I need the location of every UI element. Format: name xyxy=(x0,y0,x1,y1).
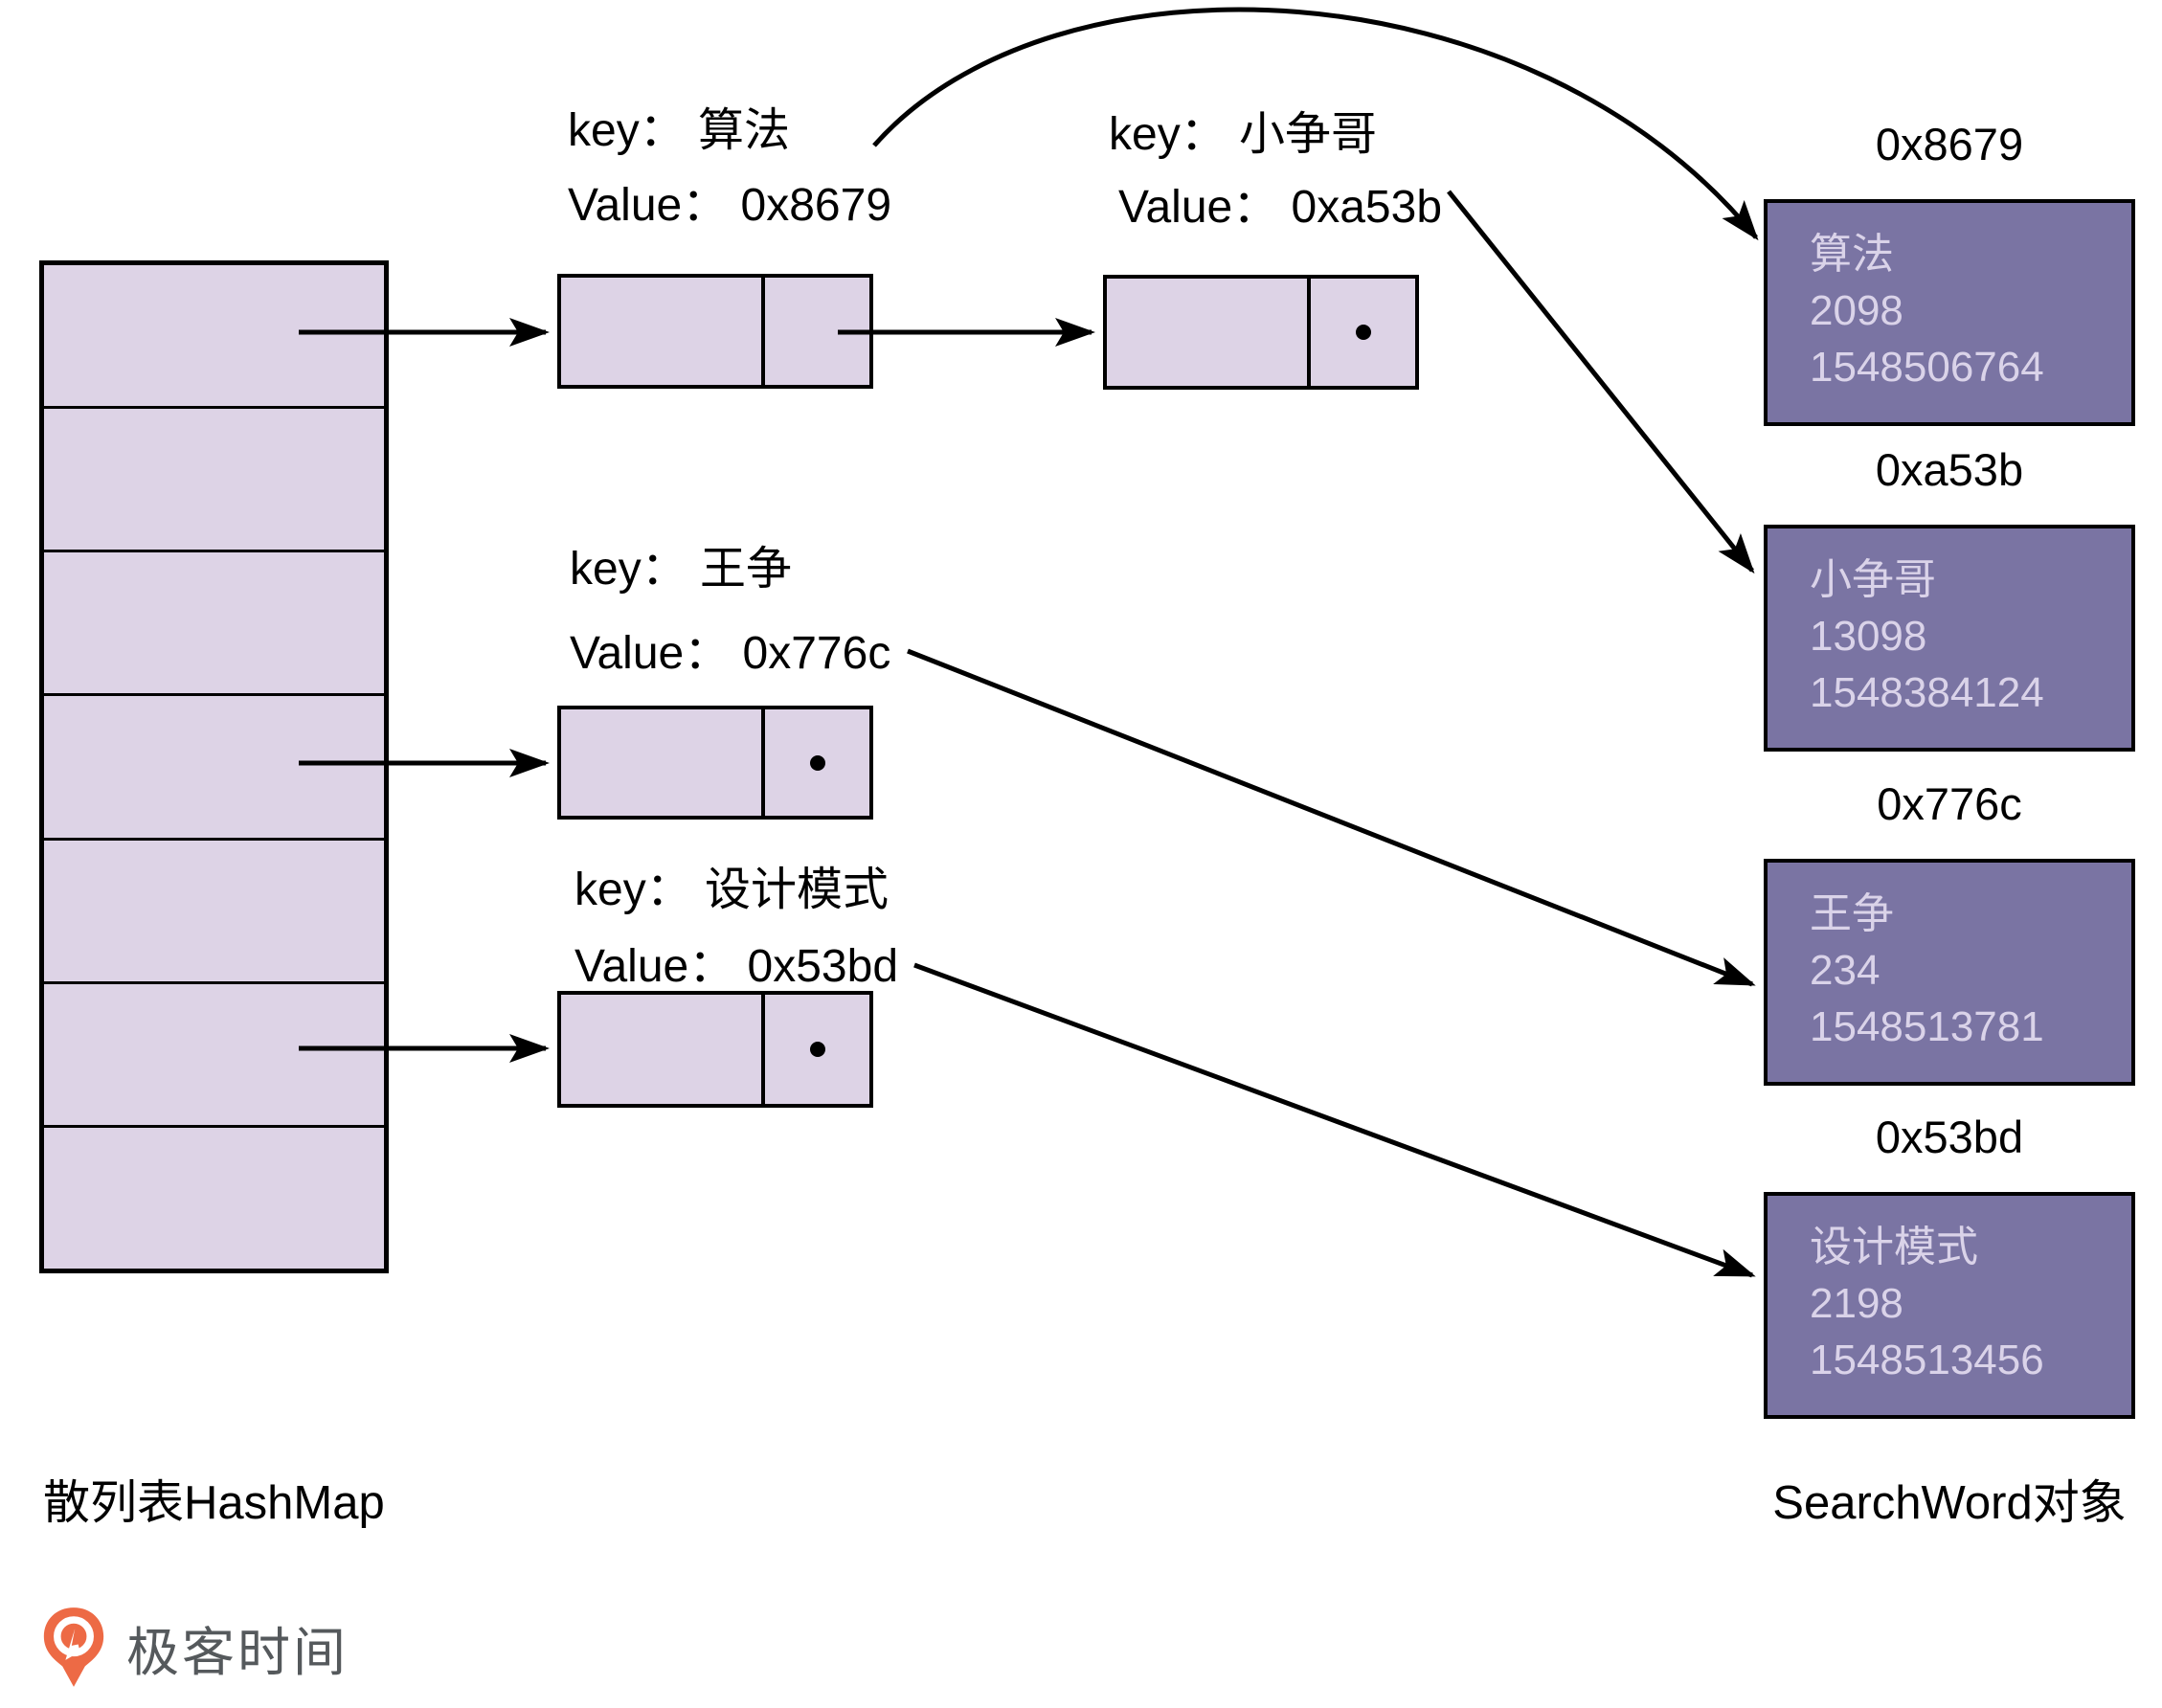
node-key-cell xyxy=(561,278,765,385)
object-word: 小争哥 xyxy=(1810,556,1936,603)
node-next-cell xyxy=(1311,279,1415,386)
object-time: 1548513456 xyxy=(1810,1337,2044,1383)
list-node-xiaozhengge xyxy=(1103,275,1419,390)
object-address-0x8679: 0x8679 xyxy=(1875,119,2024,169)
node-key-cell xyxy=(561,995,765,1104)
entry1-key-label: key： 算法 xyxy=(568,105,791,156)
searchword-caption: SearchWord对象 xyxy=(1772,1477,2127,1529)
null-pointer-dot xyxy=(1355,325,1371,340)
object-time: 1548506764 xyxy=(1810,344,2044,391)
hash-table xyxy=(39,260,389,1273)
object-word: 算法 xyxy=(1810,231,1894,278)
node-next-cell xyxy=(765,278,869,385)
entry3-value-label: Value： 0x776c xyxy=(570,628,891,679)
list-node-wangzheng xyxy=(557,706,873,820)
entry2-key-label: key： 小争哥 xyxy=(1109,109,1378,160)
searchword-object-wangzheng: 王争 234 1548513781 xyxy=(1764,859,2135,1086)
object-word: 王争 xyxy=(1810,890,1894,937)
object-address-0xa53b: 0xa53b xyxy=(1875,444,2024,495)
object-count: 13098 xyxy=(1810,613,1927,660)
hash-bucket-0 xyxy=(44,265,384,410)
object-address-0x53bd: 0x53bd xyxy=(1875,1112,2024,1162)
arrow-value-0x776c-to-object xyxy=(907,648,1756,987)
object-count: 2198 xyxy=(1810,1280,1903,1327)
searchword-object-suanfa: 算法 2098 1548506764 xyxy=(1764,199,2135,426)
geektime-logo-text: 极客时间 xyxy=(126,1623,349,1682)
list-node-shejimoshi xyxy=(557,991,873,1108)
hash-bucket-3 xyxy=(44,696,384,841)
geektime-pin-icon xyxy=(43,1607,104,1687)
object-count: 234 xyxy=(1810,947,1880,994)
arrow-value-0xa53b-to-object xyxy=(1447,190,1755,574)
entry1-value-label: Value： 0x8679 xyxy=(568,180,892,231)
list-node-suanfa xyxy=(557,274,873,389)
node-next-cell xyxy=(765,995,869,1104)
arrow-value-0x53bd-to-object xyxy=(913,962,1756,1278)
object-time: 1548384124 xyxy=(1810,669,2044,716)
entry4-value-label: Value： 0x53bd xyxy=(574,941,899,992)
object-word: 设计模式 xyxy=(1810,1224,1978,1270)
entry4-key-label: key： 设计模式 xyxy=(574,865,890,915)
object-time: 1548513781 xyxy=(1810,1003,2044,1050)
node-key-cell xyxy=(1107,279,1311,386)
null-pointer-dot xyxy=(809,754,825,771)
hash-bucket-6 xyxy=(44,1128,384,1269)
hash-bucket-4 xyxy=(44,841,384,984)
hash-bucket-2 xyxy=(44,552,384,697)
entry2-value-label: Value： 0xa53b xyxy=(1118,182,1443,233)
entry3-key-label: key： 王争 xyxy=(570,544,793,595)
hash-bucket-5 xyxy=(44,984,384,1128)
geektime-logo: 极客时间 xyxy=(38,1607,349,1689)
searchword-object-xiaozhengge: 小争哥 13098 1548384124 xyxy=(1764,525,2135,752)
hashmap-caption: 散列表HashMap xyxy=(43,1477,385,1529)
node-next-cell xyxy=(765,709,869,816)
object-address-0x776c: 0x776c xyxy=(1877,778,2022,829)
node-key-cell xyxy=(561,709,765,816)
null-pointer-dot xyxy=(809,1042,825,1057)
hash-bucket-1 xyxy=(44,409,384,553)
searchword-object-shejimoshi: 设计模式 2198 1548513456 xyxy=(1764,1192,2135,1419)
object-count: 2098 xyxy=(1810,287,1903,334)
